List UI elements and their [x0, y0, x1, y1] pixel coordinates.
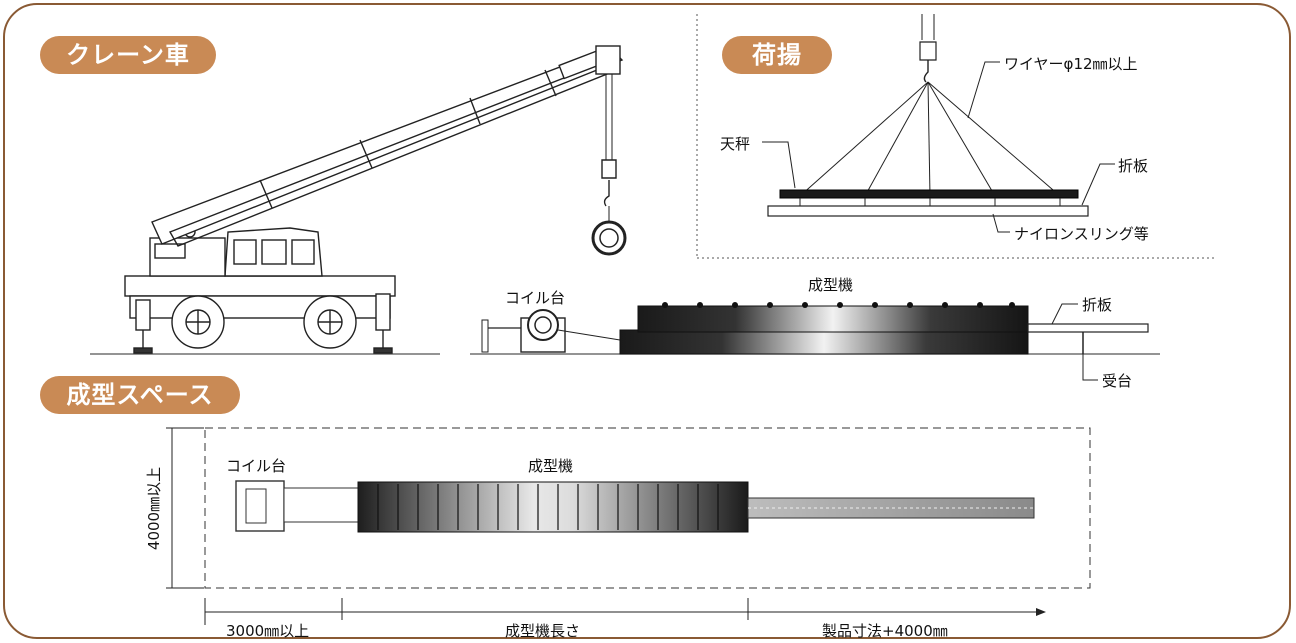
dimension-lines — [166, 427, 1046, 625]
coil-stand-plan-label: コイル台 — [226, 457, 287, 475]
receiving-stand-label: 受台 — [1102, 372, 1133, 390]
machine-rollers — [662, 302, 1015, 308]
coil-stand-side-label: コイル台 — [505, 289, 566, 307]
nylon-sling-label: ナイロンスリング等 — [1014, 225, 1149, 243]
space-section-title: 成型スペース — [40, 376, 240, 414]
crane-truck — [90, 45, 627, 355]
dim-coil-label: 3000㎜以上 — [226, 622, 310, 640]
machine-plan-segments — [377, 484, 719, 530]
dim-machine-label: 成型機長さ — [505, 622, 581, 640]
lifting-box — [696, 14, 1215, 259]
folded-plate-side-label: 折板 — [1082, 296, 1113, 314]
lifting-rig — [762, 14, 1115, 233]
wire-label: ワイヤーφ12㎜以上 — [1004, 55, 1138, 73]
folded-plate-top-label: 折板 — [1118, 157, 1149, 175]
side-view-machine — [470, 302, 1160, 381]
dim-height-label: 4000㎜以上 — [145, 466, 164, 551]
lifting-section-title: 荷揚 — [722, 36, 832, 74]
beam-label: 天秤 — [720, 135, 751, 153]
outer-frame — [3, 3, 1291, 639]
crane-section-title: クレーン車 — [40, 36, 216, 74]
plan-view — [204, 427, 1091, 589]
dim-product-label: 製品寸法+4000㎜ — [822, 622, 948, 640]
machine-side-label: 成型機 — [808, 276, 854, 294]
machine-plan-label: 成型機 — [528, 457, 574, 475]
